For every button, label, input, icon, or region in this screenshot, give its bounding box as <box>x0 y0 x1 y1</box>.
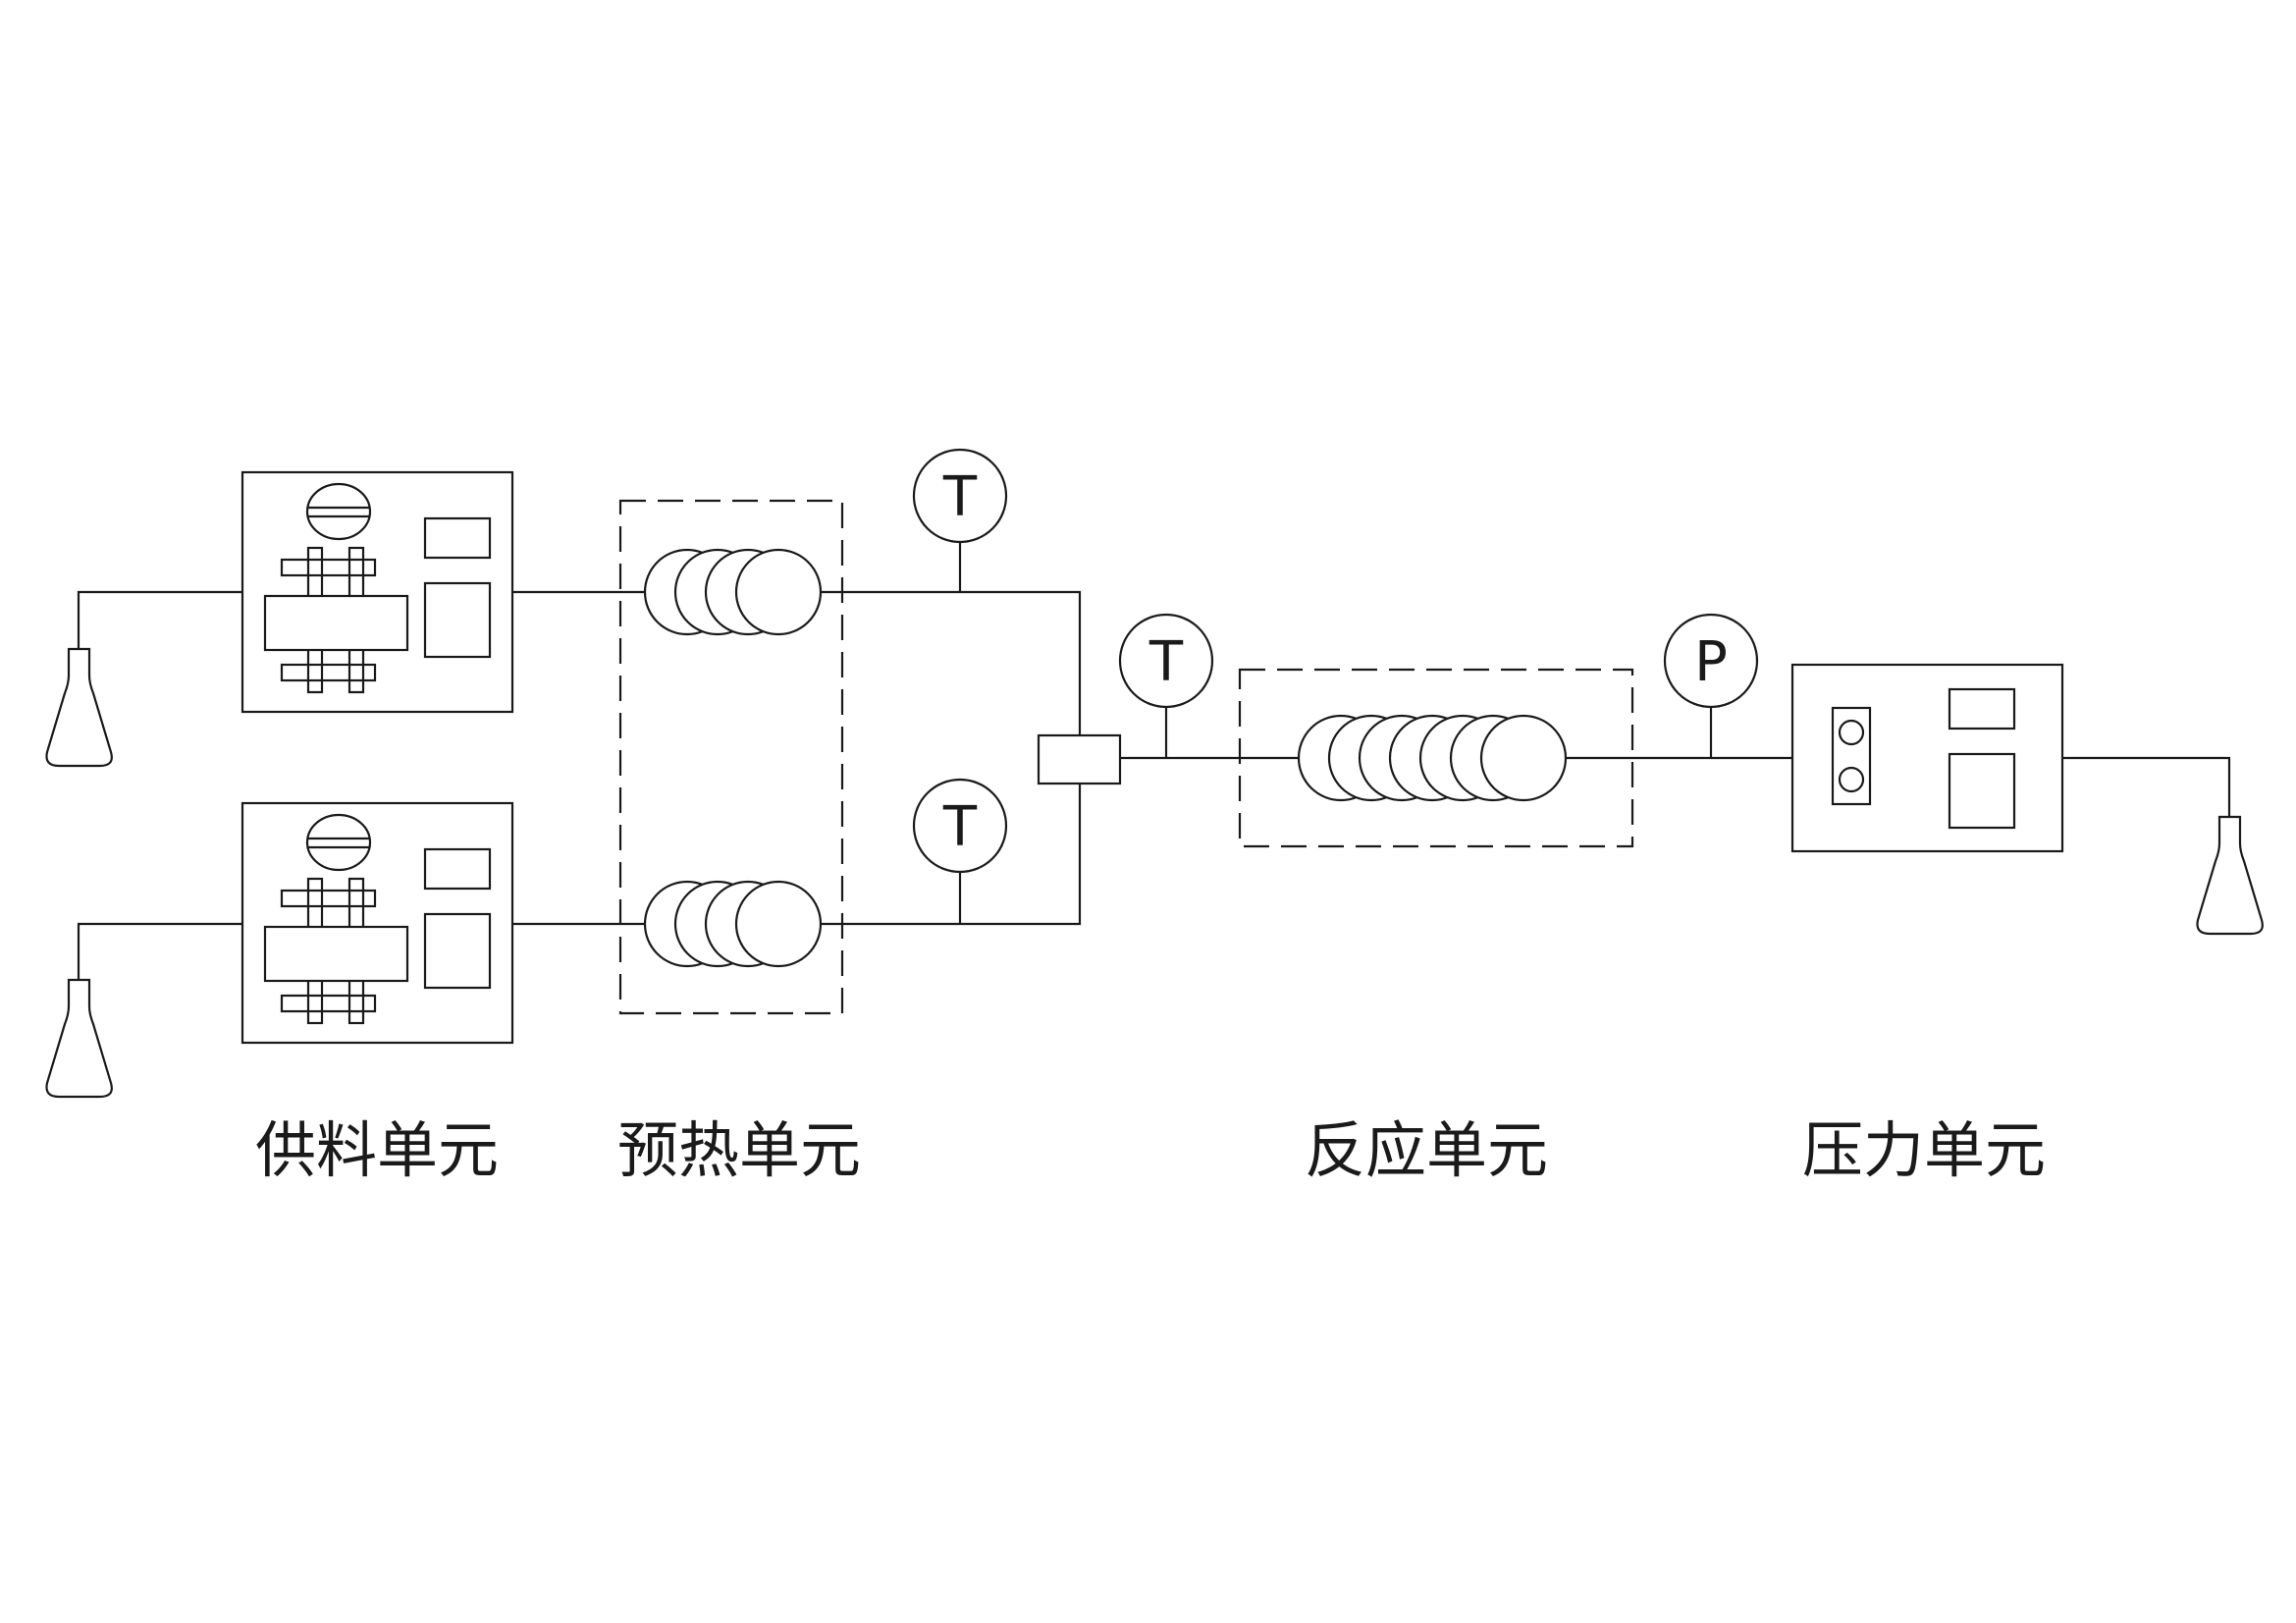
feed-line-lower <box>77 922 242 980</box>
feed-flask-upper <box>45 647 113 768</box>
temp-gauge-mixer-label: T <box>1148 630 1184 694</box>
preheat-unit-box <box>618 499 844 1015</box>
feed-unit-label: 供料单元 <box>255 1114 499 1186</box>
mixer <box>1037 733 1122 785</box>
collection-flask <box>2196 815 2264 936</box>
preheat-unit-label: 预热单元 <box>617 1114 861 1186</box>
pump-head-lower <box>305 813 372 872</box>
reaction-unit-label: 反应单元 <box>1305 1114 1548 1186</box>
feed-pump-upper <box>240 470 514 714</box>
temp-gauge-mixer <box>1118 613 1214 709</box>
feed-pump-lower <box>240 801 514 1045</box>
pressure-gauge-label: P <box>1694 630 1728 694</box>
preheat-outlet-lower <box>821 784 1082 926</box>
pressure-unit-label: 压力单元 <box>1802 1114 2046 1186</box>
temp-gauge-upper <box>912 448 1008 544</box>
temp-gauge-upper-label: T <box>942 465 978 529</box>
preheat-coil-lower <box>643 880 823 968</box>
temp-gauge-lower-label: T <box>942 795 978 859</box>
reaction-coil <box>1297 714 1568 802</box>
outlet-line <box>2062 756 2231 817</box>
temp-gauge-lower <box>912 778 1008 874</box>
preheat-outlet-upper <box>821 590 1082 735</box>
feed-line-upper <box>77 590 242 649</box>
feed-flask-lower <box>45 978 113 1099</box>
pump-head-upper <box>305 482 372 541</box>
pressure-gauge <box>1663 613 1759 709</box>
preheat-coil-upper <box>643 548 823 636</box>
reaction-unit-box <box>1238 668 1634 848</box>
